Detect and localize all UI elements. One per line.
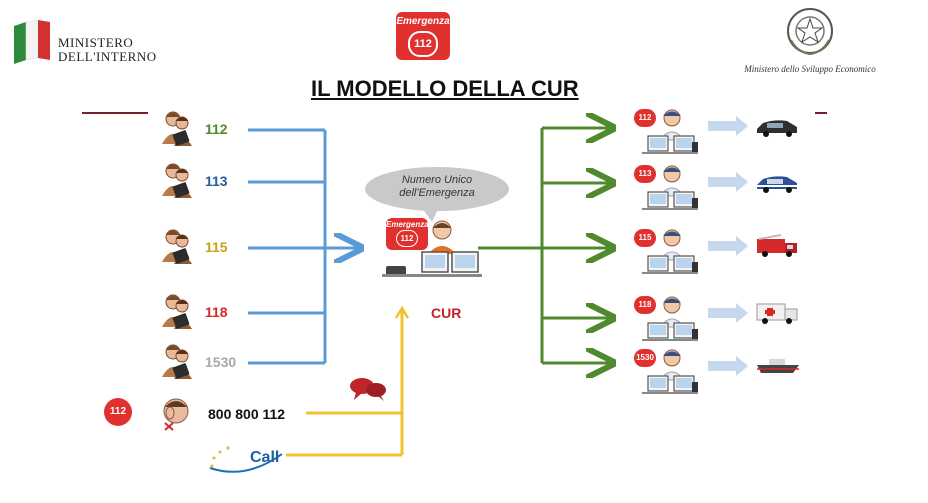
italian-emblem-icon (787, 8, 833, 56)
ministry-left-line2: DELL'INTERNO (58, 49, 157, 64)
boat-icon (757, 359, 799, 373)
ministry-economic-logo: Ministero dello Sviluppo Economico (740, 6, 880, 78)
divider-left (82, 112, 148, 114)
operator-emergency-badge: Emergenza 112 (386, 218, 429, 250)
service-number-badge: 112 (634, 109, 656, 127)
service-arrow-icon (708, 116, 748, 136)
fire-truck-icon (757, 234, 797, 257)
service-operator-icon (642, 165, 698, 210)
emergency-112-logo: Emergenza 112 (396, 12, 450, 60)
italian-flag-icon (14, 20, 50, 64)
service-arrow-icon (708, 172, 748, 192)
caller-number: 118 (205, 304, 228, 320)
operator-badge-number: 112 (400, 234, 414, 243)
service-number-badge: 118 (634, 296, 656, 314)
service-operator-icon (642, 229, 698, 274)
emergency-badge-number: 112 (414, 38, 432, 50)
operator-112-circle: 112 (396, 230, 418, 247)
ministry-left-line1: MINISTERO (58, 35, 134, 50)
toll-free-112-badge: 112 (104, 398, 132, 426)
service-number-badge: 115 (634, 229, 656, 247)
toll-free-number: 800 800 112 (208, 406, 286, 422)
toll-free-badge-number: 112 (109, 406, 127, 417)
bubble-line2: dell'Emergenza (399, 187, 475, 199)
caller-number: 113 (205, 173, 228, 189)
service-arrow-icon (708, 236, 748, 256)
call-logo-text: Call (250, 449, 280, 466)
bubble-line1: Numero Unico (401, 174, 473, 186)
emergency-badge-label: Emergenza (396, 16, 450, 27)
yellow-inbound-lines (286, 305, 410, 457)
operator-badge-label: Emergenza (386, 220, 429, 229)
service-number-badge: 113 (634, 165, 656, 183)
police-car-icon (757, 176, 797, 193)
caller-person-icon (162, 163, 192, 198)
speech-bubble-text: Numero Unico dell'Emergenza (380, 174, 494, 200)
emergency-112-circle: 112 (408, 31, 438, 57)
caller-number: 1530 (205, 354, 237, 370)
page-title: IL MODELLO DELLA CUR (311, 76, 579, 101)
deaf-person-icon (163, 398, 189, 431)
caller-person-icon (162, 294, 192, 329)
service-operator-icon (642, 349, 698, 394)
blue-inbound-lines (248, 128, 358, 365)
service-number-badge: 1530 (634, 349, 656, 367)
cur-label: CUR (431, 305, 462, 321)
speech-bubble (365, 167, 509, 222)
chat-bubbles-icon (350, 378, 386, 401)
service-operator-icon (642, 109, 698, 154)
green-outbound-lines (478, 128, 610, 363)
service-arrow-icon (708, 303, 748, 323)
operator-workstation-icon (382, 220, 482, 277)
divider-right (815, 112, 827, 114)
call-swoosh-icon (209, 446, 283, 473)
caller-person-icon (162, 111, 192, 146)
ministry-right-text: Ministero dello Sviluppo Economico (744, 64, 876, 74)
service-arrow-icon (708, 356, 748, 376)
ministry-interior-logo: MINISTERO DELL'INTERNO (14, 20, 174, 64)
caller-person-icon (162, 229, 192, 264)
ambulance-icon (756, 303, 798, 324)
service-operator-icon (642, 296, 698, 341)
call-app-logo: Call (206, 440, 286, 478)
car-icon (757, 120, 797, 137)
caller-number: 115 (205, 239, 228, 255)
caller-number: 112 (205, 121, 228, 137)
caller-person-icon (162, 344, 192, 379)
